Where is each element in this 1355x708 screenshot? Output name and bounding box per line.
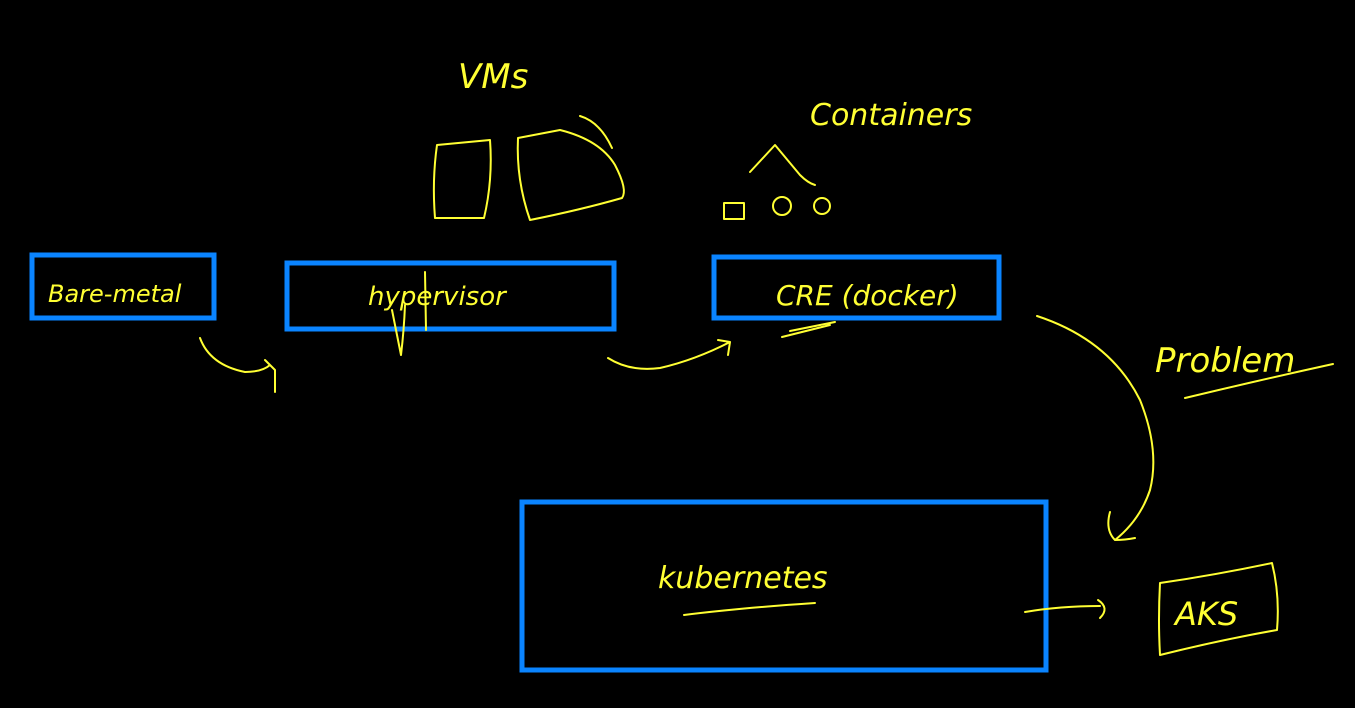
hypervisor-box: [284, 260, 617, 332]
vm-shape-right: [516, 129, 625, 221]
problem-label: Problem: [1155, 341, 1295, 381]
containers-annotation: Containers: [723, 98, 972, 220]
vm-shape-left: [432, 139, 492, 219]
aks-box: [1158, 562, 1279, 656]
container-tree-branch: [749, 144, 816, 186]
cre-node: CRE (docker): [711, 254, 1002, 338]
hypervisor-node: hypervisor: [284, 260, 617, 356]
kubernetes-node: kubernetes: [519, 499, 1049, 673]
container-circle-1: [772, 196, 792, 216]
cre-underline: [781, 321, 836, 338]
problem-annotation: Problem: [1155, 341, 1334, 399]
kubernetes-label: kubernetes: [658, 561, 828, 596]
vms-annotation: VMs: [432, 57, 625, 221]
kubernetes-underline: [683, 602, 816, 616]
container-square: [723, 202, 745, 220]
kubernetes-box: [519, 499, 1049, 673]
aks-node: AKS: [1158, 562, 1279, 656]
bare-metal-box: [29, 252, 217, 321]
arrows: [199, 315, 1155, 619]
arrow-kubernetes-to-aks: [1024, 599, 1106, 619]
problem-underline: [1184, 363, 1334, 399]
cre-box: [711, 254, 1002, 321]
container-circle-2: [813, 197, 831, 215]
aks-label: AKS: [1173, 595, 1238, 633]
vms-label: VMs: [458, 57, 528, 97]
hypervisor-cursor-mark: [424, 271, 427, 331]
arrow-cre-to-kubernetes: [1036, 315, 1155, 541]
arrow-hypervisor-to-cre: [607, 339, 731, 370]
hypervisor-label: hypervisor: [368, 282, 508, 312]
arrow-bare-metal-to-hypervisor: [199, 337, 276, 393]
bare-metal-label: Bare-metal: [48, 280, 182, 308]
cre-label: CRE (docker): [776, 279, 959, 312]
bare-metal-node: Bare-metal: [29, 252, 217, 321]
vm-connector: [579, 115, 613, 149]
containers-label: Containers: [810, 98, 972, 133]
hypervisor-descender-mark: [391, 304, 406, 356]
